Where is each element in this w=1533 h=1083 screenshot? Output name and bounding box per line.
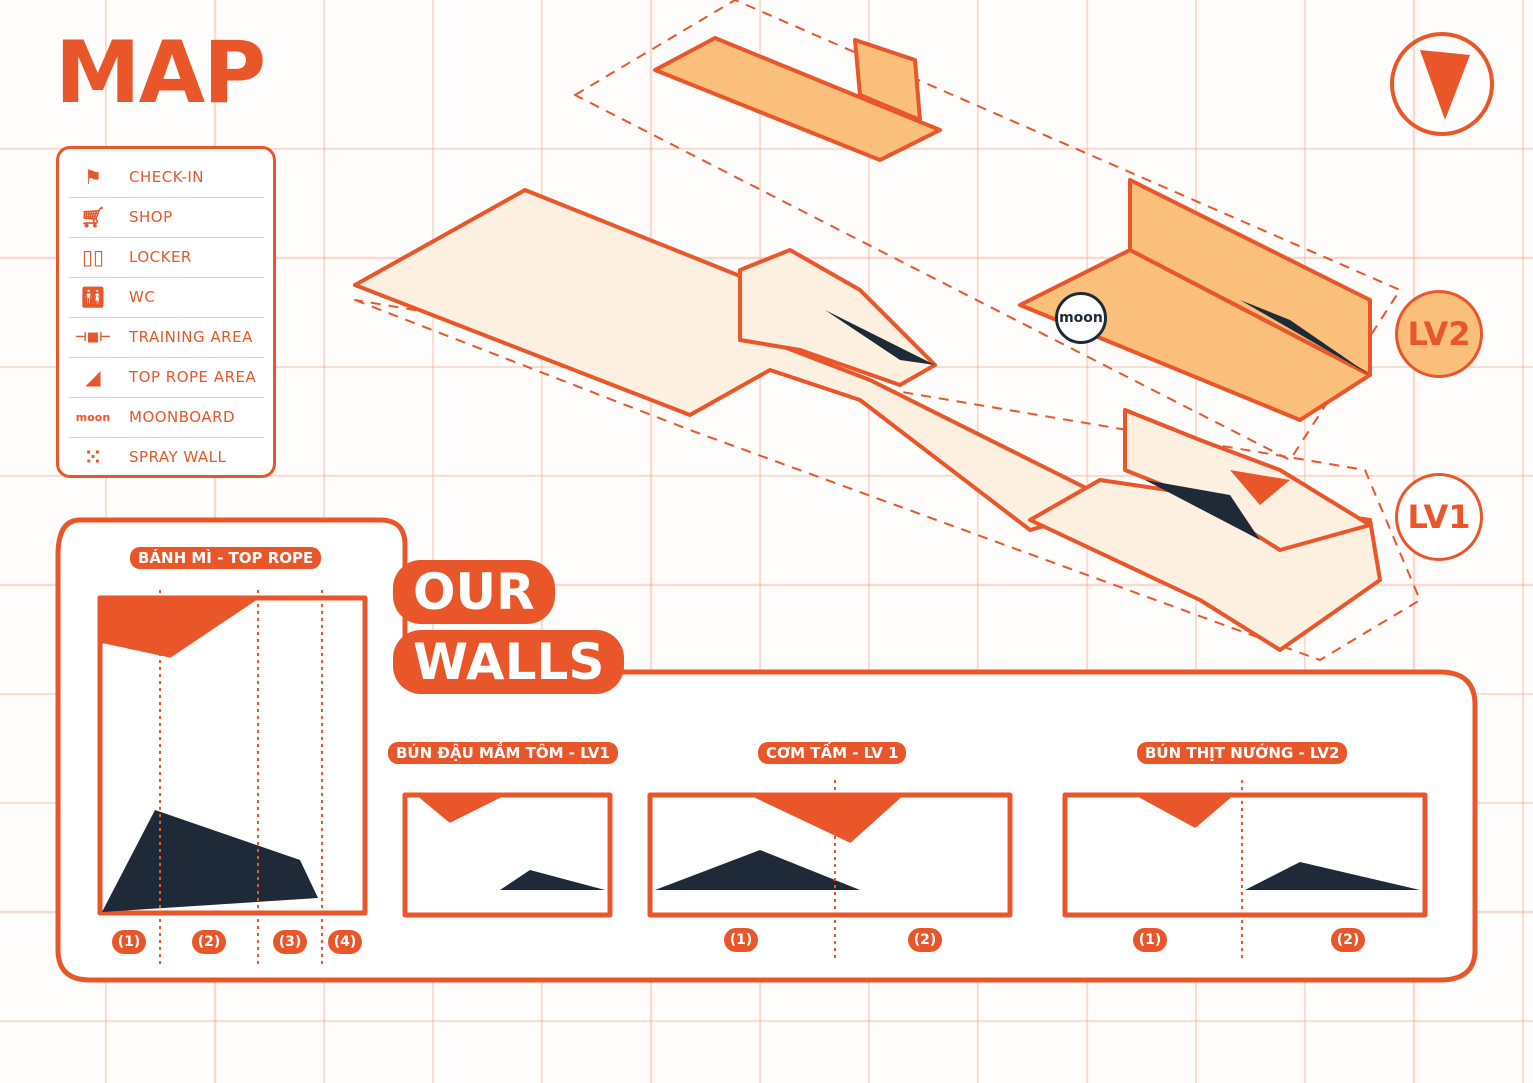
bun-dau-diagram — [402, 792, 613, 918]
spray-wall-icon: ⁙ — [84, 445, 102, 469]
legend-item-locker: ▯▯LOCKER — [69, 237, 264, 278]
legend: ⚑CHECK-IN 🛒︎SHOP ▯▯LOCKER 🚻︎WC ⊣■⊢TRAINI… — [56, 146, 276, 478]
logo-icon — [1390, 32, 1494, 136]
page-title: MAP — [55, 23, 266, 123]
top-rope-icon: ◢ — [85, 365, 101, 389]
walls-title-line1: OUR — [393, 560, 555, 624]
section-label: (2) — [192, 930, 226, 954]
section-label: (4) — [328, 930, 362, 954]
wall-name-bun-dau: BÚN ĐẬU MẮM TÔM - LV1 — [388, 742, 618, 764]
wall-name-bun-thit-nuong: BÚN THỊT NƯỚNG - LV2 — [1137, 742, 1348, 764]
wc-icon: 🚻︎ — [80, 285, 106, 309]
section-label: (1) — [112, 930, 146, 954]
wall-name-com-tam: CƠM TẤM - LV 1 — [758, 742, 907, 764]
section-label: (1) — [1133, 928, 1167, 952]
legend-item-shop: 🛒︎SHOP — [69, 197, 264, 238]
section-label: (2) — [1331, 928, 1365, 952]
dumbbell-icon: ⊣■⊢ — [74, 329, 112, 345]
legend-item-wc: 🚻︎WC — [69, 277, 264, 318]
legend-item-training: ⊣■⊢TRAINING AREA — [69, 317, 264, 358]
legend-item-check-in: ⚑CHECK-IN — [69, 157, 264, 198]
moonboard-marker: moon — [1055, 292, 1107, 344]
section-label: (3) — [273, 930, 307, 954]
legend-item-top-rope: ◢TOP ROPE AREA — [69, 357, 264, 398]
flag-icon: ⚑ — [84, 165, 102, 189]
lv1-floor — [353, 188, 1122, 532]
wall-name-banh-mi: BÁNH MÌ - TOP ROPE — [130, 547, 322, 569]
legend-item-spray-wall: ⁙SPRAY WALL — [69, 437, 264, 477]
section-label: (2) — [908, 928, 942, 952]
training-area — [653, 36, 942, 162]
walls-title-line2: WALLS — [393, 630, 625, 694]
locker-icon: ▯▯ — [81, 245, 104, 269]
bun-thit-nuong-diagram — [1062, 792, 1428, 918]
moonboard-icon: moon — [75, 410, 111, 424]
level-2-badge: LV2 — [1395, 290, 1483, 378]
level-1-badge: LV1 — [1395, 473, 1483, 561]
section-label: (1) — [724, 928, 758, 952]
cart-icon: 🛒︎ — [80, 205, 106, 229]
